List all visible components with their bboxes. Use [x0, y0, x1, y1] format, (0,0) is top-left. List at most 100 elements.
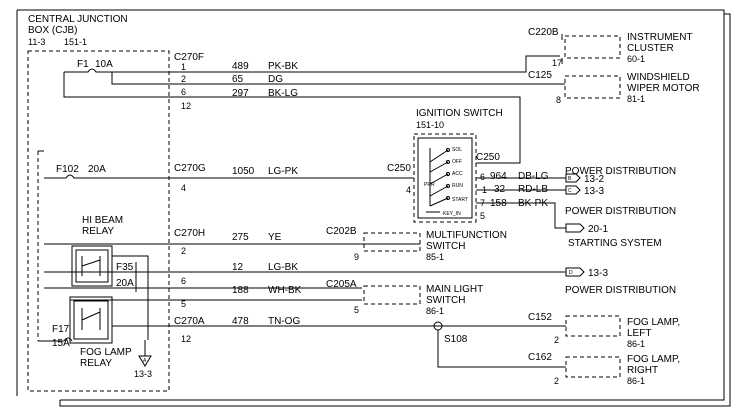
pin-c152-2: 2 — [554, 335, 559, 345]
svg-text:B: B — [568, 176, 572, 182]
fuse-f35-rating: 20A — [116, 278, 134, 289]
wire-297 — [180, 96, 521, 164]
ign-pos-off: OFF — [452, 159, 462, 165]
fuse-f35: F35 20A — [116, 262, 137, 292]
connector-c205a: C205A — [326, 279, 357, 290]
connector-c125: C125 — [528, 70, 552, 81]
wire-964-color: DB-LG — [518, 171, 549, 182]
fog-lamp-relay-line1: FOG LAMP — [80, 347, 132, 358]
wire-32-color: RD-LB — [518, 184, 548, 195]
fuse-f17-rating: 15A — [52, 338, 70, 349]
wiper-motor-line1: WINDSHIELD — [627, 72, 690, 83]
fuse-f35-name: F35 — [116, 262, 134, 273]
cjb-title-line1: CENTRAL JUNCTION — [28, 14, 128, 25]
wire-65-circuit: 65 — [232, 74, 244, 85]
ignition-switch-box — [413, 133, 477, 223]
fuse-f102-name: F102 — [56, 164, 79, 175]
ign-side-label: PRR — [424, 182, 435, 188]
fog-lamp-relay-box — [69, 296, 113, 344]
multifunction-switch-box — [363, 232, 421, 252]
power-distribution-2: POWER DISTRIBUTION 20-1 STARTING SYSTEM — [565, 206, 676, 249]
cjb-ref-right: 151-1 — [64, 37, 87, 47]
multifunction-switch: C202B MULTIFUNCTION SWITCH 85-1 9 — [326, 226, 507, 262]
pin-c270f-2: 2 — [181, 74, 186, 84]
ign-pos-run: RUN — [452, 183, 463, 189]
fog-left-ref: 86-1 — [627, 339, 645, 349]
fog-relay-ground-ref: 13-3 — [134, 369, 152, 379]
connector-c250-left: C250 — [387, 163, 411, 174]
wire-1050-color: LG-PK — [268, 166, 298, 177]
instrument-cluster-line1: INSTRUMENT — [627, 32, 693, 43]
pin-c162-2: 2 — [554, 376, 559, 386]
instrument-cluster: C220B INSTRUMENT CLUSTER 60-1 17 — [528, 27, 693, 68]
pin-c270h-5: 5 — [181, 299, 186, 309]
fog-lamp-left: C152 FOG LAMP, LEFT 86-1 2 — [528, 312, 680, 349]
connector-c270h: C270H — [174, 228, 205, 239]
hi-beam-internal — [112, 255, 149, 340]
fog-lamp-relay: FOG LAMP RELAY A 13-3 — [69, 296, 152, 379]
power-dist-2-ref: 20-1 — [588, 224, 608, 235]
fog-right-line2: RIGHT — [627, 365, 658, 376]
splice-s108: S108 — [433, 321, 566, 368]
connector-c152: C152 — [528, 312, 552, 323]
instrument-cluster-line2: CLUSTER — [627, 43, 674, 54]
pin-c270h-6: 6 — [181, 276, 186, 286]
wire-297-color: BK-LG — [268, 88, 298, 99]
wire-188-color: WH-BK — [268, 285, 302, 296]
ign-pos-start: START — [452, 197, 468, 203]
fog-lamp-right: C162 FOG LAMP, RIGHT 86-1 2 — [528, 352, 680, 386]
fuse-f102-rating: 20A — [88, 164, 106, 175]
main-light-switch: C205A MAIN LIGHT SWITCH 86-1 5 — [326, 279, 483, 316]
wire-297-circuit: 297 — [232, 88, 249, 99]
fog-left-line2: LEFT — [627, 328, 651, 339]
ign-pos-key-in: KEY_IN — [443, 211, 461, 217]
connector-c162: C162 — [528, 352, 552, 363]
wire-65 — [111, 72, 560, 85]
wire-964-circuit: 964 — [490, 171, 507, 182]
connector-c270a: C270A — [174, 316, 205, 327]
wire-275-color: YE — [268, 232, 282, 243]
ignition-switch-title: IGNITION SWITCH — [416, 108, 503, 119]
ignition-switch-ref: 151-10 — [416, 120, 444, 130]
fog-right-line1: FOG LAMP, — [627, 354, 680, 365]
wire-478-color: TN-OG — [268, 316, 300, 327]
connector-c220b: C220B — [528, 27, 559, 38]
pin-c270f-1: 1 — [181, 62, 186, 72]
wire-158-color: BK-PK — [518, 198, 548, 209]
pin-c250-6: 6 — [480, 172, 485, 182]
main-light-switch-line1: MAIN LIGHT — [426, 284, 483, 295]
wire-158 — [476, 202, 566, 229]
fog-lamp-relay-line2: RELAY — [80, 358, 112, 369]
hi-beam-relay-line1: HI BEAM — [82, 215, 123, 226]
power-dist-3-title: POWER DISTRIBUTION — [565, 285, 676, 296]
wire-32-circuit: 32 — [494, 184, 506, 195]
wiper-motor-line2: WIPER MOTOR — [627, 83, 700, 94]
splice-s108-label: S108 — [444, 334, 468, 345]
central-junction-box: CENTRAL JUNCTION BOX (CJB) 11-3 151-1 — [27, 14, 170, 392]
wire-489-color: PK-BK — [268, 61, 298, 72]
instrument-cluster-box — [564, 35, 621, 59]
fog-left-line1: FOG LAMP, — [627, 317, 680, 328]
pin-c250-5: 5 — [480, 211, 485, 221]
hi-beam-relay-line2: RELAY — [82, 226, 114, 237]
wiper-motor-ref: 81-1 — [627, 94, 645, 104]
wire-489 — [100, 55, 560, 73]
pin-c270g-4: 4 — [181, 183, 186, 193]
svg-text:A: A — [143, 358, 147, 364]
multifunction-switch-ref: 85-1 — [426, 252, 444, 262]
cjb-title-line2: BOX (CJB) — [28, 25, 77, 36]
starting-system-title: STARTING SYSTEM — [568, 238, 662, 249]
multifunction-switch-line2: SWITCH — [426, 241, 465, 252]
page-frame — [16, 9, 731, 407]
fuse-f17-name: F17 — [52, 324, 70, 335]
connector-c270g: C270G — [174, 163, 206, 174]
svg-text:D: D — [569, 270, 573, 276]
wire-65-color: DG — [268, 74, 283, 85]
wire-1050-circuit: 1050 — [232, 166, 255, 177]
power-distribution-1: POWER DISTRIBUTION B 13-2 C 13-3 — [565, 166, 676, 197]
fuse-f1-name: F1 — [77, 59, 89, 70]
connector-c202b: C202B — [326, 226, 357, 237]
fuse-f1: F1 10A — [64, 59, 113, 73]
pin-c250-4: 4 — [406, 185, 411, 195]
